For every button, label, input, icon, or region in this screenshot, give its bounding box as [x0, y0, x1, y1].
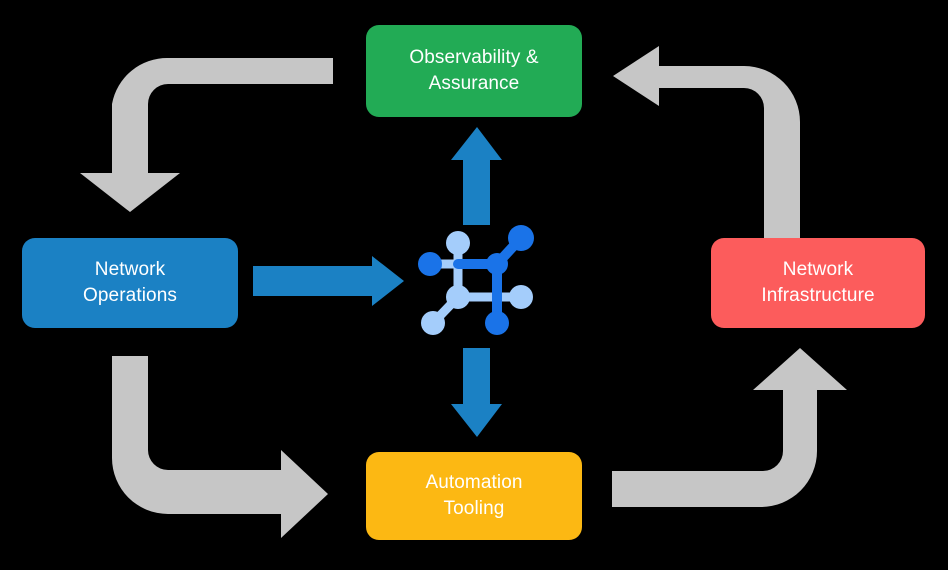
arrow-observability-to-operations — [80, 57, 333, 212]
node-label-network-infrastructure: Network Infrastructure — [761, 259, 875, 306]
arrow-center-to-automation — [451, 348, 502, 437]
network-icon-links — [425, 233, 526, 328]
node-box-network-infrastructure[interactable]: Network Infrastructure — [711, 238, 925, 328]
arrow-infrastructure-to-observability — [613, 46, 800, 240]
node-label-network-operations: Network Operations — [83, 259, 177, 306]
node-label-observability-assurance: Observability & Assurance — [409, 47, 539, 94]
node-box-observability-assurance[interactable]: Observability & Assurance — [366, 25, 582, 117]
arrow-operations-to-automation — [112, 356, 328, 538]
network-icon-nodes — [418, 225, 534, 335]
node-box-automation-tooling[interactable]: Automation Tooling — [366, 452, 582, 540]
node-label-automation-tooling: Automation Tooling — [425, 472, 523, 519]
arrow-center-to-observability — [451, 127, 502, 225]
arrow-operations-to-center — [253, 256, 404, 306]
arrow-automation-to-infrastructure — [612, 348, 847, 507]
node-box-network-operations[interactable]: Network Operations — [22, 238, 238, 328]
